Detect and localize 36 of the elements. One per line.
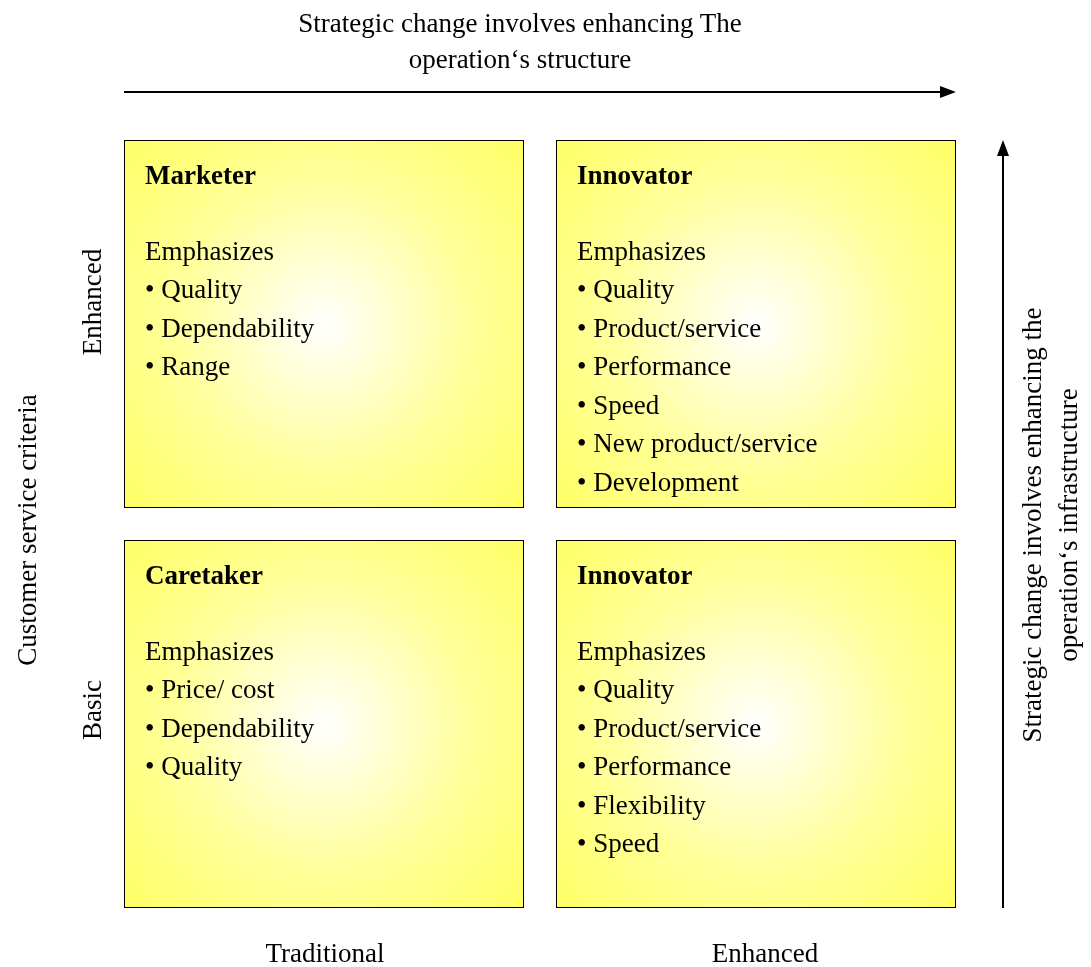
bullet-item: • Quality — [577, 273, 675, 306]
quadrant-title: Innovator — [577, 159, 693, 192]
axis-label: Strategic change involves enhancing the operation‘s infrastructure — [1016, 306, 1084, 745]
bullet-item: • Quality — [145, 750, 243, 783]
bullet-item: • Speed — [577, 388, 660, 422]
quadrant-box — [556, 540, 956, 908]
emphasis-heading: Emphasizes — [577, 234, 706, 268]
bullet-item: • Development — [577, 465, 739, 499]
bullet-item: • Price/ cost — [145, 673, 275, 706]
bullet-item: • Performance — [577, 750, 732, 783]
bullet-item: • Performance — [577, 350, 732, 383]
bullet-item: • Quality — [577, 673, 675, 706]
quadrant-box — [124, 140, 524, 508]
bullet-item: • Product/service — [577, 711, 762, 745]
bullet-item: • Product/service — [577, 311, 762, 345]
quadrant-box — [124, 540, 524, 908]
quadrant-title: Caretaker — [145, 559, 263, 592]
bullet-item: • Dependability — [145, 711, 315, 745]
bullet-item: • Range — [145, 350, 231, 383]
axis-label: Enhanced — [76, 247, 108, 358]
quadrant-title: Innovator — [577, 559, 693, 592]
emphasis-heading: Emphasizes — [145, 634, 274, 668]
bullet-item: • New product/service — [577, 427, 818, 460]
emphasis-heading: Emphasizes — [577, 634, 706, 668]
axis-label: Customer service criteria — [11, 393, 43, 668]
quadrant-title: Marketer — [145, 159, 256, 192]
axis-label: Strategic change involves enhancing The operation‘s structure — [297, 7, 743, 76]
bullet-item: • Speed — [577, 827, 660, 860]
axis-label: Traditional — [264, 937, 386, 967]
emphasis-heading: Emphasizes — [145, 234, 274, 268]
axis-label: Basic — [76, 679, 108, 742]
bullet-item: • Quality — [145, 273, 243, 306]
bullet-item: • Flexibility — [577, 788, 706, 822]
bullet-item: • Dependability — [145, 311, 315, 345]
quadrant-box — [556, 140, 956, 508]
axis-label: Enhanced — [710, 937, 820, 967]
